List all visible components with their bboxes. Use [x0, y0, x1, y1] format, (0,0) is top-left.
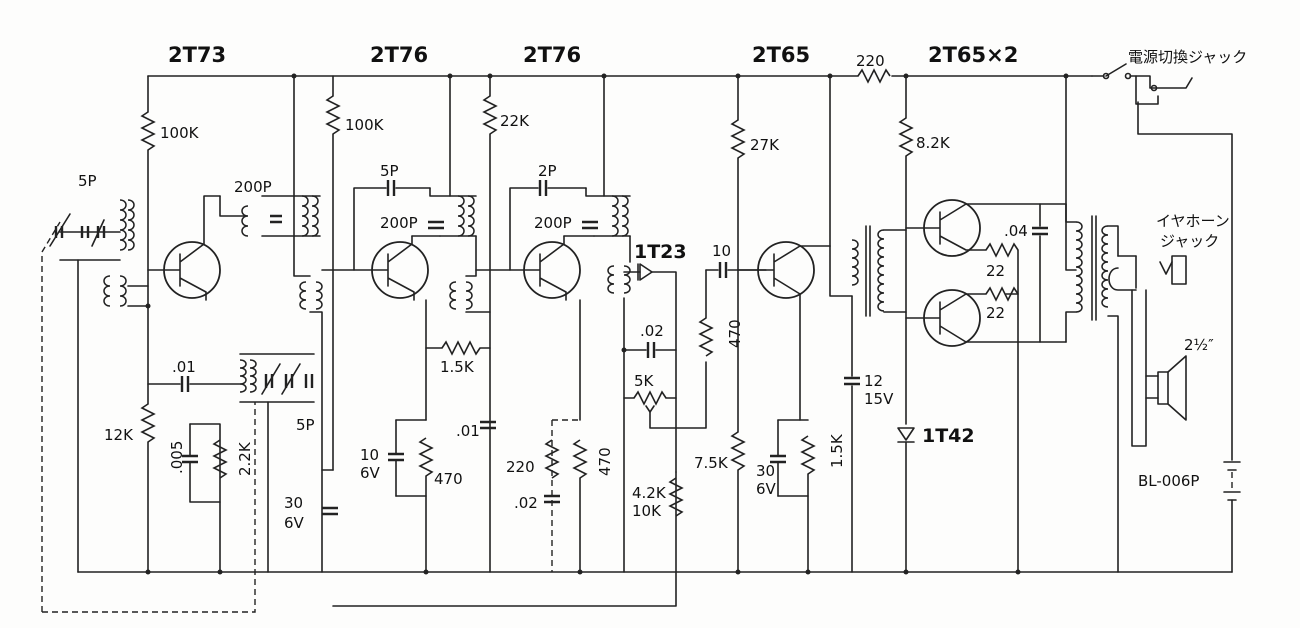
resistor-470-label-c: 470 [726, 319, 744, 348]
stage2-if1: 100K 30 6V 5P 200P 1.5K 10 6V [284, 73, 491, 575]
capacitor-15v-label: 15V [864, 390, 894, 408]
capacitor-12-label: 12 [864, 372, 883, 390]
earphone-jack[interactable] [1108, 255, 1187, 291]
resistor-27k-label: 27K [750, 136, 780, 154]
transistor-label-2t73: 2T73 [168, 43, 226, 67]
bottom-rail [77, 471, 1233, 607]
transistor-label-2t76-a: 2T76 [370, 43, 428, 67]
capacitor-2p-label: 2P [538, 162, 557, 180]
resistor-1-5k-label-b: 1.5K [828, 433, 846, 468]
capacitor-10-label-a: 10 [360, 446, 379, 464]
stage4-driver: 27K 7.5K 30 6V 1.5K 12 15V [694, 73, 894, 575]
gang-tuning-link-left [41, 221, 61, 612]
diode-1t42-label: 1T42 [922, 425, 975, 447]
speaker-size-label: 2½″ [1184, 336, 1214, 354]
capacitor-6v-label-a: 6V [360, 464, 381, 482]
resistor-8-2k-label: 8.2K [916, 134, 951, 152]
detector-section: 1T23 .02 5K 4.2K 10K 470 10 [607, 235, 767, 573]
capacitor-02-label-a: .02 [640, 322, 664, 340]
resistor-4-2k-label: 4.2K [632, 484, 667, 502]
resistor-22-label-a: 22 [986, 262, 1005, 280]
resistor-100k-label-b: 100K [345, 116, 385, 134]
battery-symbol [1223, 461, 1241, 573]
resistor-7-5k-label: 7.5K [694, 454, 729, 472]
resistor-22k-label: 22K [500, 112, 530, 130]
stage3-if2: 22K .01 2P 200P 220 .02 470 [449, 73, 631, 575]
capacitor-01-label-b: .01 [456, 422, 480, 440]
capacitor-6v-label-c: 6V [756, 480, 777, 498]
capacitor-6v-label-b: 6V [284, 514, 305, 532]
speaker-icon [1157, 355, 1187, 421]
stage1-converter: 100K 12K 5P 200P [49, 75, 321, 575]
capacitor-200p-label-c: 200P [534, 214, 572, 232]
capacitor-200p-label-a: 200P [234, 178, 272, 196]
gang-tuning-link [42, 402, 256, 613]
resistor-1-5k-label-a: 1.5K [440, 358, 475, 376]
capacitor-005-label: .005 [168, 441, 186, 474]
capacitor-5p-label-c: 5P [380, 162, 399, 180]
capacitor-01-label-a: .01 [172, 358, 196, 376]
resistor-100k-label: 100K [160, 124, 200, 142]
resistor-220-label-top: 220 [856, 52, 885, 70]
capacitor-10-label-b: 10 [712, 242, 731, 260]
resistor-220-label-mid: 220 [506, 458, 535, 476]
capacitor-04-label: .04 [1004, 222, 1028, 240]
potentiometer-5k-label: 5K [634, 372, 655, 390]
capacitor-02-label-b: .02 [514, 494, 538, 512]
transistor-label-2t65x2: 2T65×2 [928, 43, 1018, 67]
capacitor-200p-label-b: 200P [380, 214, 418, 232]
resistor-22-label-b: 22 [986, 304, 1005, 322]
resistor-470-label-a: 470 [434, 470, 463, 488]
resistor-12k-label: 12K [104, 426, 134, 444]
capacitor-30-label-a: 30 [284, 494, 303, 512]
capacitor-30-label-b: 30 [756, 462, 775, 480]
resistor-2-2k-label: 2.2K [236, 441, 254, 476]
trimmer-5p-label-a: 5P [78, 172, 97, 190]
diode-1t23-label: 1T23 [634, 241, 687, 263]
earphone-jack-label-2: ジャック [1160, 232, 1219, 250]
stage5-output: 220 8.2K 1T42 22 22 .04 [856, 52, 1119, 575]
transistor-label-2t65: 2T65 [752, 43, 810, 67]
earphone-jack-label-1: イヤホーン [1156, 212, 1230, 230]
trimmer-5p-label-b: 5P [296, 416, 315, 434]
diode-1t42-symbol [897, 427, 915, 441]
resistor-470-label-b: 470 [596, 447, 614, 476]
power-jack-label: 電源切換ジャック [1128, 48, 1247, 66]
transistor-label-2t76-b: 2T76 [523, 43, 581, 67]
output-section: イヤホーン ジャック 2½″ B [1091, 63, 1241, 573]
battery-label: BL-006P [1138, 472, 1199, 490]
resistor-10k-label: 10K [632, 502, 662, 520]
diode-1t23-symbol [639, 263, 653, 281]
